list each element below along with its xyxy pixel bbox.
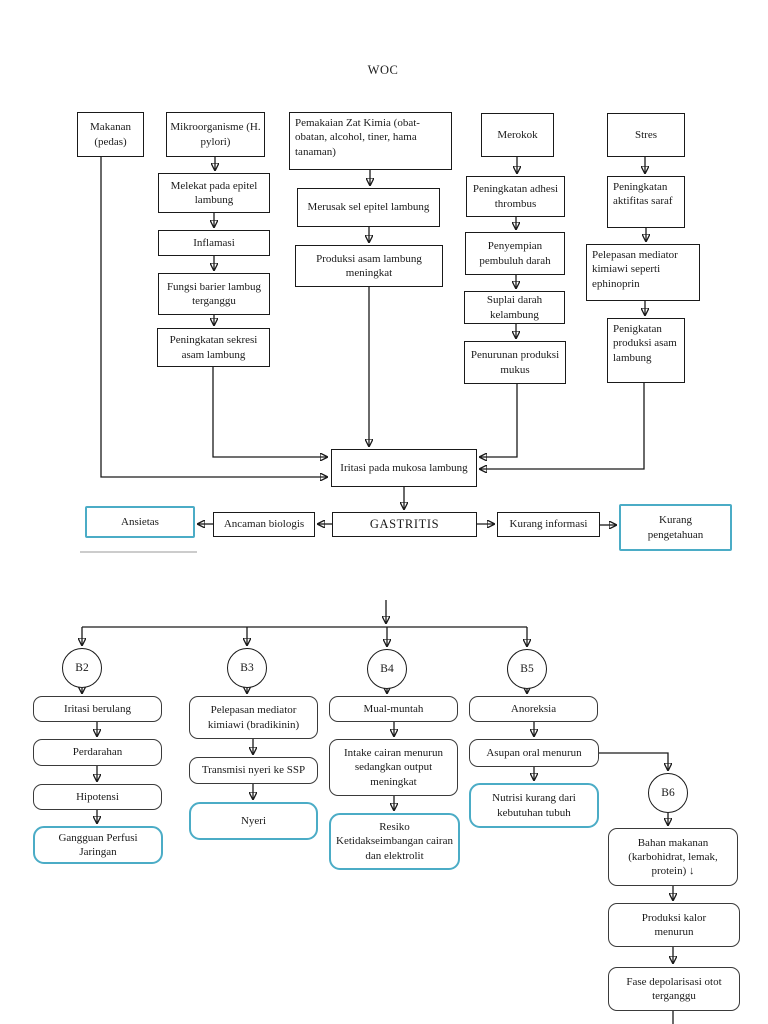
node-produksi-asam-meningkat: Produksi asam lambung meningkat	[295, 245, 443, 287]
node-pelepasan-ephinoprin: Pelepasan mediator kimiawi seperti ephin…	[586, 244, 700, 301]
node-penurunan-mukus: Penurunan produksi mukus	[464, 341, 566, 384]
node-kurang-informasi: Kurang informasi	[497, 512, 600, 537]
node-merokok: Merokok	[481, 113, 554, 157]
node-merusak-epitel: Merusak sel epitel lambung	[297, 188, 440, 227]
node-b2: B2	[62, 648, 102, 688]
node-bahan-makanan: Bahan makanan (karbohidrat, lemak, prote…	[608, 828, 738, 886]
node-b3: B3	[227, 648, 267, 688]
node-suplai-darah: Suplai darah kelambung	[464, 291, 565, 324]
node-zat-kimia: Pemakaian Zat Kimia (obat-obatan, alcoho…	[289, 112, 452, 170]
node-kurang-pengetahuan: Kurang pengetahuan	[619, 504, 732, 551]
node-mual-muntah: Mual-muntah	[329, 696, 458, 722]
node-perdarahan: Perdarahan	[33, 739, 162, 766]
node-inflamasi: Inflamasi	[158, 230, 270, 256]
node-penigkatan-asam: Penigkatan produksi asam lambung	[607, 318, 685, 383]
node-stres: Stres	[607, 113, 685, 157]
node-makanan: Makanan (pedas)	[77, 112, 144, 157]
scan-artifact-line	[80, 551, 197, 553]
node-iritasi-berulang: Iritasi berulang	[33, 696, 162, 722]
node-asupan-oral: Asupan oral menurun	[469, 739, 599, 767]
node-anoreksia: Anoreksia	[469, 696, 598, 722]
node-sekresi-asam: Peningkatan sekresi asam lambung	[157, 328, 270, 367]
node-melekat-epitel: Melekat pada epitel lambung	[158, 173, 270, 213]
node-adhesi-thrombus: Peningkatan adhesi thrombus	[466, 176, 565, 217]
node-gangguan-perfusi: Gangguan Perfusi Jaringan	[33, 826, 163, 864]
node-pelepasan-bradikinin: Pelepasan mediator kimiawi (bradikinin)	[189, 696, 318, 739]
node-nutrisi-kurang: Nutrisi kurang dari kebutuhan tubuh	[469, 783, 599, 828]
node-transmisi-nyeri: Transmisi nyeri ke SSP	[189, 757, 318, 784]
node-iritasi-mukosa: Iritasi pada mukosa lambung	[331, 449, 477, 487]
node-b6: B6	[648, 773, 688, 813]
node-penyempian-pembuluh: Penyempian pembuluh darah	[465, 232, 565, 275]
node-mikroorganisme: Mikroorganisme (H. pylori)	[166, 112, 265, 157]
node-fase-depolarisasi: Fase depolarisasi otot terganggu	[608, 967, 740, 1011]
page-title: WOC	[367, 63, 399, 77]
node-nyeri: Nyeri	[189, 802, 318, 840]
node-hipotensi: Hipotensi	[33, 784, 162, 810]
node-produksi-kalor: Produksi kalor menurun	[608, 903, 740, 947]
node-resiko-ketidakseimbangan: Resiko Ketidakseimbangan cairan dan elek…	[329, 813, 460, 870]
node-aktifitas-saraf: Peningkatan aktifitas saraf	[607, 176, 685, 228]
node-gastritis: GASTRITIS	[332, 512, 477, 537]
node-ansietas: Ansietas	[85, 506, 195, 538]
node-b5: B5	[507, 649, 547, 689]
node-b4: B4	[367, 649, 407, 689]
node-fungsi-barier: Fungsi barier lambug terganggu	[158, 273, 270, 315]
node-ancaman-biologis: Ancaman biologis	[213, 512, 315, 537]
node-intake-cairan: Intake cairan menurun sedangkan output m…	[329, 739, 458, 796]
